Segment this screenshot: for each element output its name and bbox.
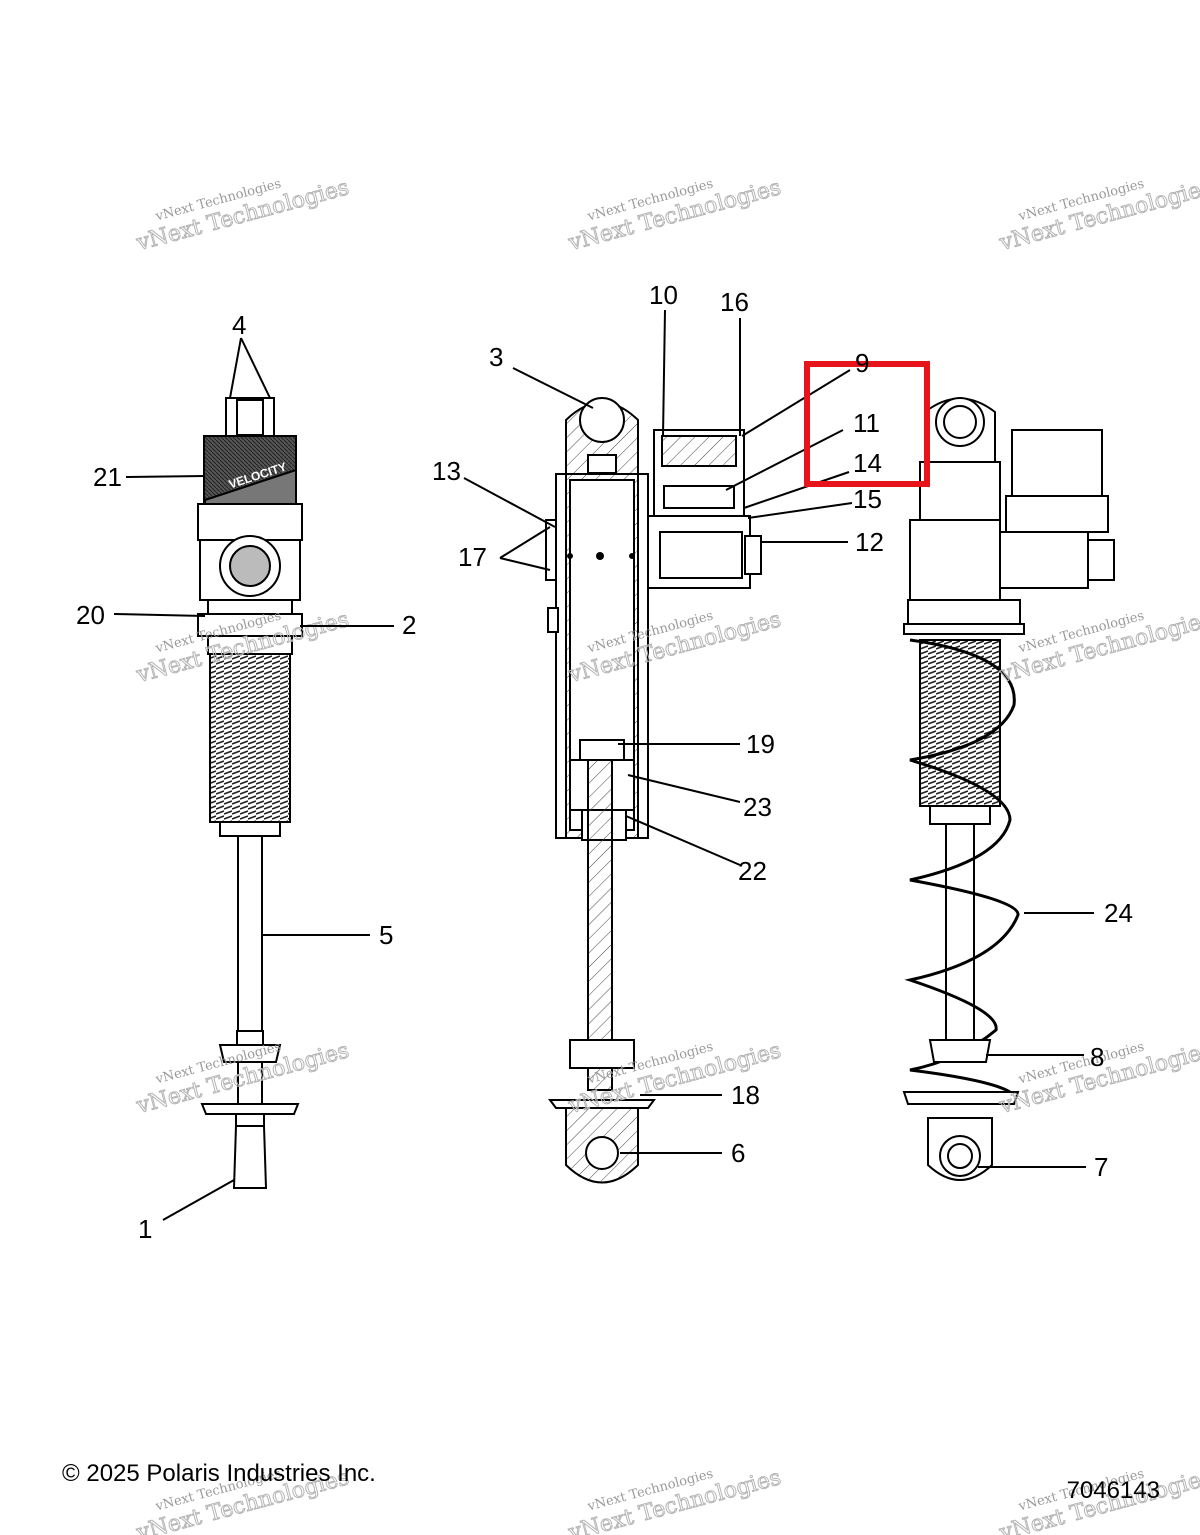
callout-23: 23 xyxy=(743,792,772,822)
callout-8: 8 xyxy=(1090,1042,1104,1072)
watermark: vNext Technologies vNext Technologies xyxy=(565,1465,785,1535)
callout-14: 14 xyxy=(853,448,882,478)
callout-3: 3 xyxy=(489,342,503,372)
callout-17: 17 xyxy=(458,542,487,572)
callout-10: 10 xyxy=(649,280,678,310)
callout-9: 9 xyxy=(855,348,869,378)
left-shock xyxy=(197,397,303,1189)
watermark: vNext Technologies vNext Technologies xyxy=(565,175,785,257)
callout-19: 19 xyxy=(746,729,775,759)
leader-lines xyxy=(113,309,1094,1221)
center-shock-section xyxy=(545,397,762,1184)
callout-5: 5 xyxy=(379,920,393,950)
callout-22: 22 xyxy=(738,856,767,886)
callout-6: 6 xyxy=(731,1138,745,1168)
callout-16: 16 xyxy=(720,287,749,317)
callout-7: 7 xyxy=(1094,1152,1108,1182)
copyright-text: © 2025 Polaris Industries Inc. xyxy=(62,1460,376,1487)
callout-1: 1 xyxy=(138,1214,152,1244)
callout-24: 24 xyxy=(1104,898,1133,928)
highlight-box xyxy=(804,361,930,487)
callout-11: 11 xyxy=(853,408,880,438)
callout-18: 18 xyxy=(731,1080,760,1110)
callout-15: 15 xyxy=(853,484,882,514)
callout-labels: 1 2 3 4 5 6 7 8 9 10 11 12 13 14 15 16 1… xyxy=(76,280,1133,1244)
callout-13: 13 xyxy=(432,456,461,486)
callout-21: 21 xyxy=(93,462,122,492)
callout-2: 2 xyxy=(402,610,416,640)
watermark: vNext Technologies vNext Technologies xyxy=(996,175,1200,257)
watermark: vNext Technologies vNext Technologies xyxy=(996,607,1200,689)
callout-12: 12 xyxy=(855,527,884,557)
callout-4: 4 xyxy=(232,310,246,340)
right-shock xyxy=(902,397,1115,1181)
watermark: vNext Technologies vNext Technologies xyxy=(133,175,353,257)
part-number: 7046143 xyxy=(1067,1477,1160,1504)
callout-20: 20 xyxy=(76,600,105,630)
